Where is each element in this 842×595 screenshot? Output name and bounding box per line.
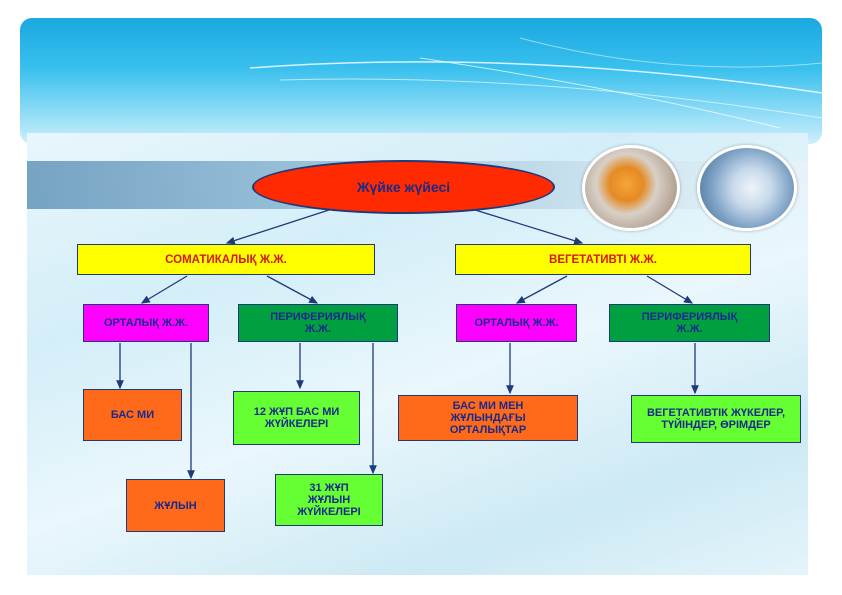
link-root-somatic	[225, 208, 333, 245]
node-vegetative-peripheral: ПЕРИФЕРИЯЛЫҚ Ж.Ж.	[609, 304, 770, 342]
pills-photo	[582, 145, 680, 231]
node-spinal-cord: ЖҰЛЫН	[126, 479, 225, 532]
doctor-photo	[697, 145, 797, 231]
link-vegetative-central	[515, 275, 568, 304]
link-root-vegetative	[471, 208, 584, 245]
node-vegetative-centers: БАС МИ МЕН ЖҰЛЫНДАҒЫ ОРТАЛЫҚТАР	[398, 395, 578, 441]
link-vegetative-peripheral	[646, 275, 694, 304]
node-somatic-central: ОРТАЛЫҚ Ж.Ж.	[83, 304, 209, 342]
node-vegetative-nerves: ВЕГЕТАТИВТІК ЖҮКЕЛЕР, ТҮЙІНДЕР, ӨРІМДЕР	[631, 395, 801, 443]
node-vegetative-central: ОРТАЛЫҚ Ж.Ж.	[456, 304, 577, 342]
node-somatic: СОМАТИКАЛЫҚ Ж.Ж.	[77, 244, 375, 275]
connector-lines	[116, 208, 699, 480]
diagram-area: Жүйке жүйесі СОМАТИКАЛЫҚ Ж.Ж. ВЕГЕТАТИВТ…	[27, 133, 808, 575]
node-cranial-nerves: 12 ЖҰП БАС МИ ЖҮЙКЕЛЕРІ	[233, 391, 360, 445]
banner-decor	[249, 37, 822, 129]
node-nervous-system: Жүйке жүйесі	[252, 160, 555, 214]
link-somatic-peripheral	[266, 275, 319, 304]
node-vegetative: ВЕГЕТАТИВТІ Ж.Ж.	[455, 244, 751, 275]
node-brain: БАС МИ	[83, 389, 182, 441]
node-somatic-peripheral: ПЕРИФЕРИЯЛЫҚ Ж.Ж.	[238, 304, 398, 342]
link-somatic-central	[140, 275, 188, 304]
node-spinal-nerves: 31 ЖҰП ЖҰЛЫН ЖҮЙКЕЛЕРІ	[275, 474, 383, 526]
title-banner	[20, 18, 822, 144]
